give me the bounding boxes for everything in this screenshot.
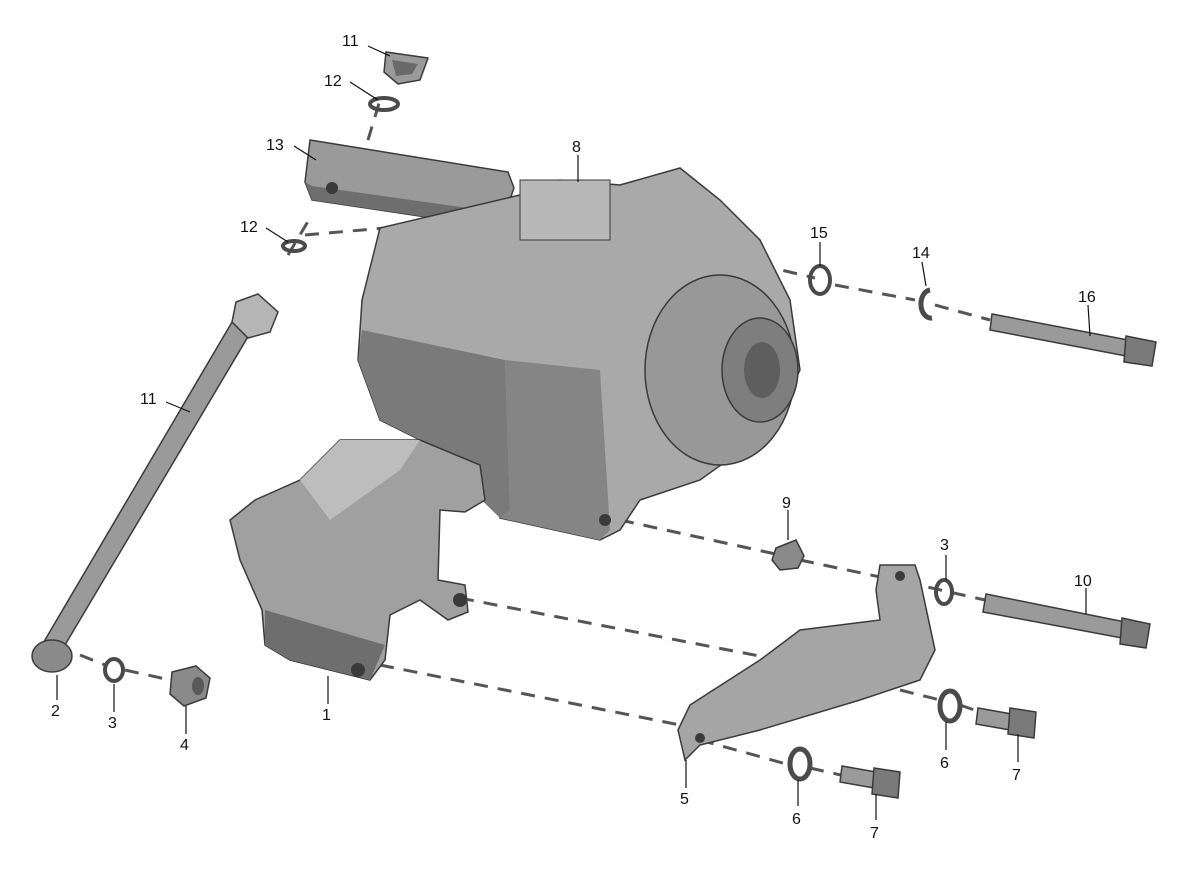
callout-11-rod: 11	[140, 391, 157, 408]
callout-11-clip: 11	[342, 33, 359, 50]
callout-5: 5	[680, 791, 689, 808]
callout-10: 10	[1074, 573, 1092, 590]
callout-9: 9	[782, 495, 791, 512]
callout-7-lower: 7	[870, 825, 879, 842]
callout-8: 8	[572, 139, 581, 156]
part-clip-11	[383, 51, 430, 85]
part-bolt-7-right	[975, 707, 1037, 739]
callout-16: 16	[1078, 289, 1096, 306]
part-washer-12-lower	[281, 239, 307, 253]
callout-3-left: 3	[108, 715, 117, 732]
callout-labels: 11 12 13 8 12 15 14 16 11 9 3 10 2 3 4 1…	[51, 33, 1096, 842]
callout-6-right: 6	[940, 755, 949, 772]
part-spacer-9	[771, 539, 805, 571]
part-bolt-10	[982, 593, 1151, 649]
callout-12-lower: 12	[240, 219, 258, 236]
part-rod-11	[31, 293, 279, 673]
callout-15: 15	[810, 225, 828, 242]
part-washer-3-left	[103, 657, 125, 683]
part-washer-3-right	[934, 578, 954, 606]
callout-2: 2	[51, 703, 60, 720]
callout-1: 1	[322, 707, 331, 724]
part-bolt-16	[989, 313, 1157, 367]
part-washer-6-lower	[787, 746, 813, 782]
callout-4: 4	[180, 737, 189, 754]
callout-6-lower: 6	[792, 811, 801, 828]
part-washer-12-top	[368, 96, 400, 112]
part-alternator-8	[357, 167, 801, 541]
part-lockwasher-14	[918, 287, 933, 321]
part-plate-5	[677, 564, 936, 762]
callout-13: 13	[266, 137, 284, 154]
part-bolt-7-lower	[839, 765, 901, 799]
leader-lines	[56, 45, 1091, 820]
part-washer-15	[808, 264, 832, 296]
callout-14: 14	[912, 245, 930, 262]
callout-12-top: 12	[324, 73, 342, 90]
part-nut-4	[169, 665, 211, 707]
part-washer-6-right	[937, 688, 963, 724]
part-bracket-1	[229, 439, 486, 681]
callout-3-right: 3	[940, 537, 949, 554]
callout-7-right: 7	[1012, 767, 1021, 784]
